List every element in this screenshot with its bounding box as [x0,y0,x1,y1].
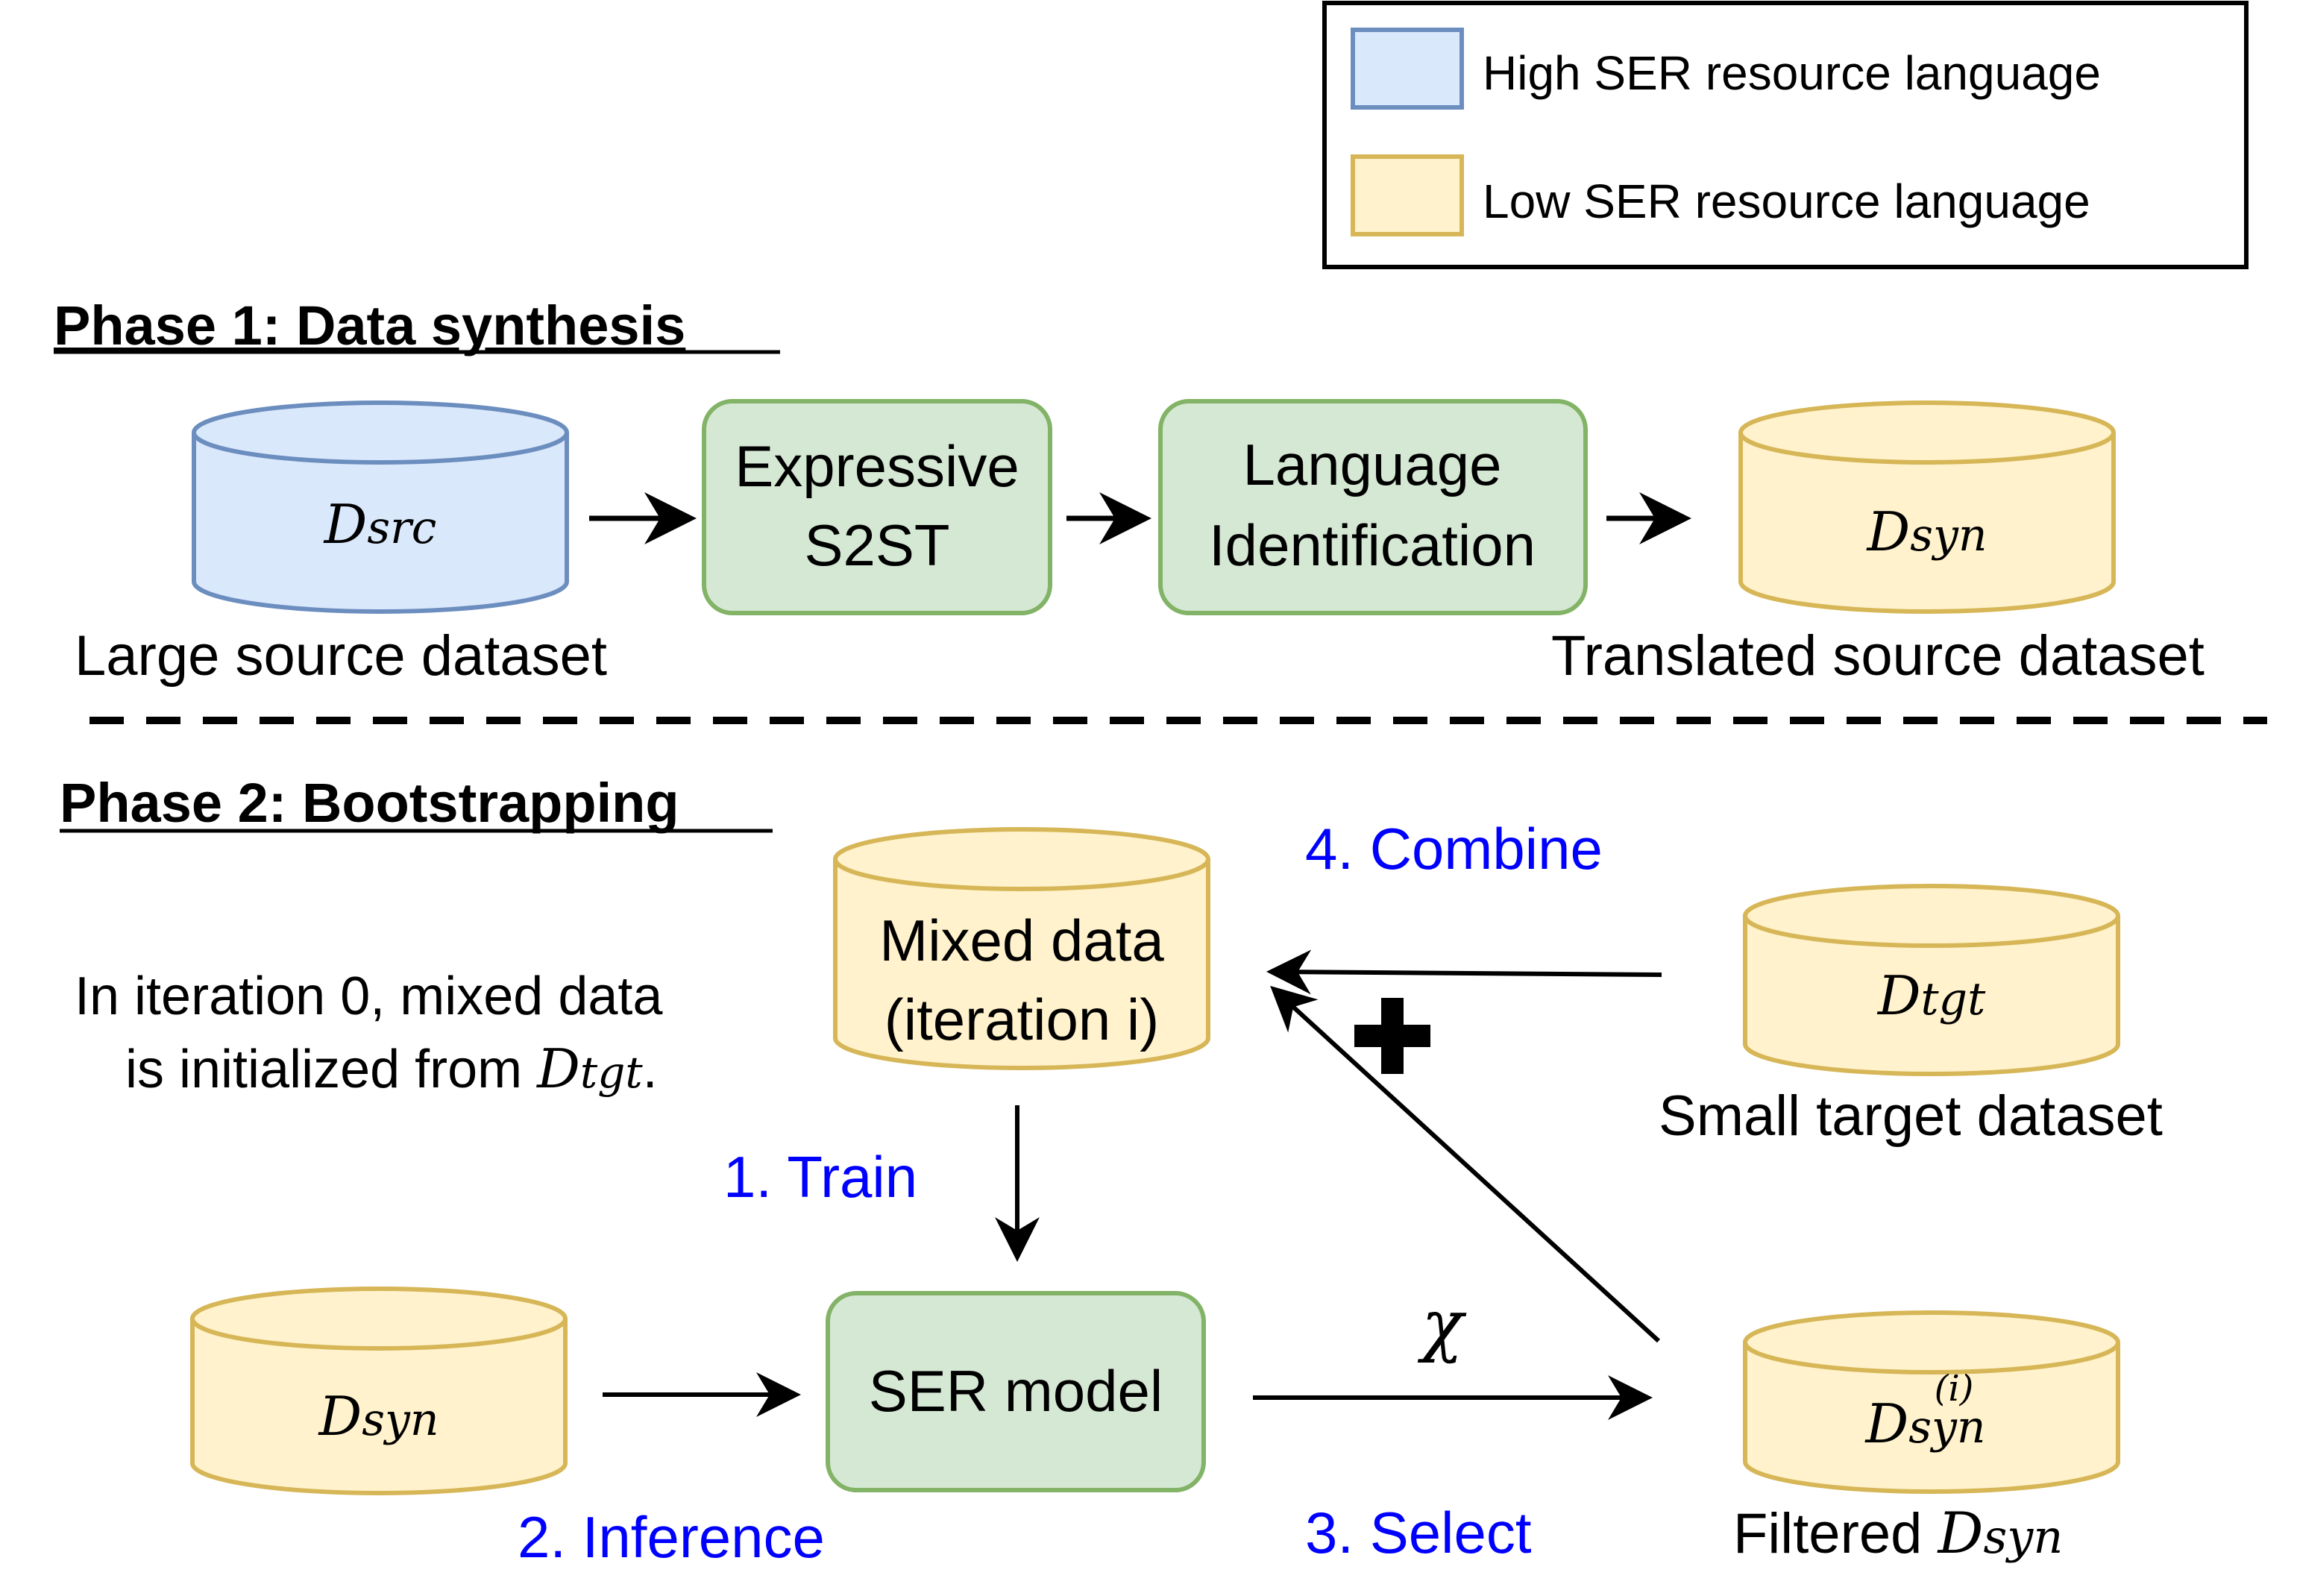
phase2-title: Phase 2: Bootstrapping [60,772,679,834]
mixed-data-label-line2: (iteration i) [884,987,1159,1052]
note-line1: In iteration 0, mixed data [75,967,663,1026]
phase2: Phase 2: Bootstrapping In iteration 0, m… [60,772,2163,1570]
s2st-label-line1: Expressive [735,433,1019,499]
src-dataset-cylinder: Dsrc [192,400,569,614]
lid-label-line1: Language [1242,432,1501,497]
ser-model-label: SER model [869,1358,1163,1424]
mixed-data-label-line1: Mixed data [879,908,1164,973]
note-line2: is initialized from Dtgt. [125,1037,658,1100]
legend-label-low: Low SER resource language [1483,175,2090,228]
step-train-label: 1. Train [723,1144,917,1210]
filtered-dataset-cylinder: Dsyn (i) [1743,1310,2120,1494]
tgt-dataset-symbol: Dtgt [1876,964,1986,1027]
step-combine-label: 4. Combine [1305,816,1603,882]
syn-dataset-symbol: Dsyn [1865,500,1987,563]
lid-label-line2: Identification [1209,512,1536,578]
tgt-dataset-cylinder: Dtgt [1743,884,2120,1076]
syn-dataset-symbol-phase2: Dsyn [317,1385,439,1448]
filtered-dataset-superscript: (i) [1935,1368,1974,1410]
legend-box [1322,1,2249,269]
step-inference-label: 2. Inference [518,1504,825,1570]
tgt-dataset-caption: Small target dataset [1659,1084,2163,1148]
plus-icon [1354,998,1430,1074]
ser-model-box: SER model [826,1291,1206,1492]
src-dataset-symbol: Dsrc [323,493,437,556]
mixed-data-cylinder: Mixed data (iteration i) [833,827,1210,1070]
legend-swatch-low [1351,154,1464,236]
s2st-box: Expressive S2ST [702,399,1052,615]
phase1: Phase 1: Data synthesis Dsrc Large sourc… [54,295,2205,688]
src-dataset-caption: Large source dataset [75,624,607,688]
arrow-tgt-to-mixed [1266,949,1662,995]
arrow-filtered-to-mixed [1270,985,1661,1343]
lid-box: Language Identification [1158,399,1588,615]
chi-symbol: χ [1417,1285,1467,1365]
syn-dataset-cylinder-phase2: Dsyn [190,1286,568,1495]
legend: High SER resource language Low SER resou… [1322,1,2249,269]
s2st-label-line2: S2ST [804,512,949,578]
legend-label-high: High SER resource language [1483,46,2101,100]
legend-swatch-high [1351,28,1464,110]
phase1-title: Phase 1: Data synthesis [54,295,685,356]
filtered-dataset-caption: Filtered Dsyn [1733,1500,2063,1566]
syn-dataset-cylinder: Dsyn [1738,400,2116,614]
filtered-dataset-symbol: Dsyn [1864,1392,1985,1455]
step-select-label: 3. Select [1305,1500,1532,1565]
syn-dataset-caption: Translated source dataset [1551,624,2205,688]
